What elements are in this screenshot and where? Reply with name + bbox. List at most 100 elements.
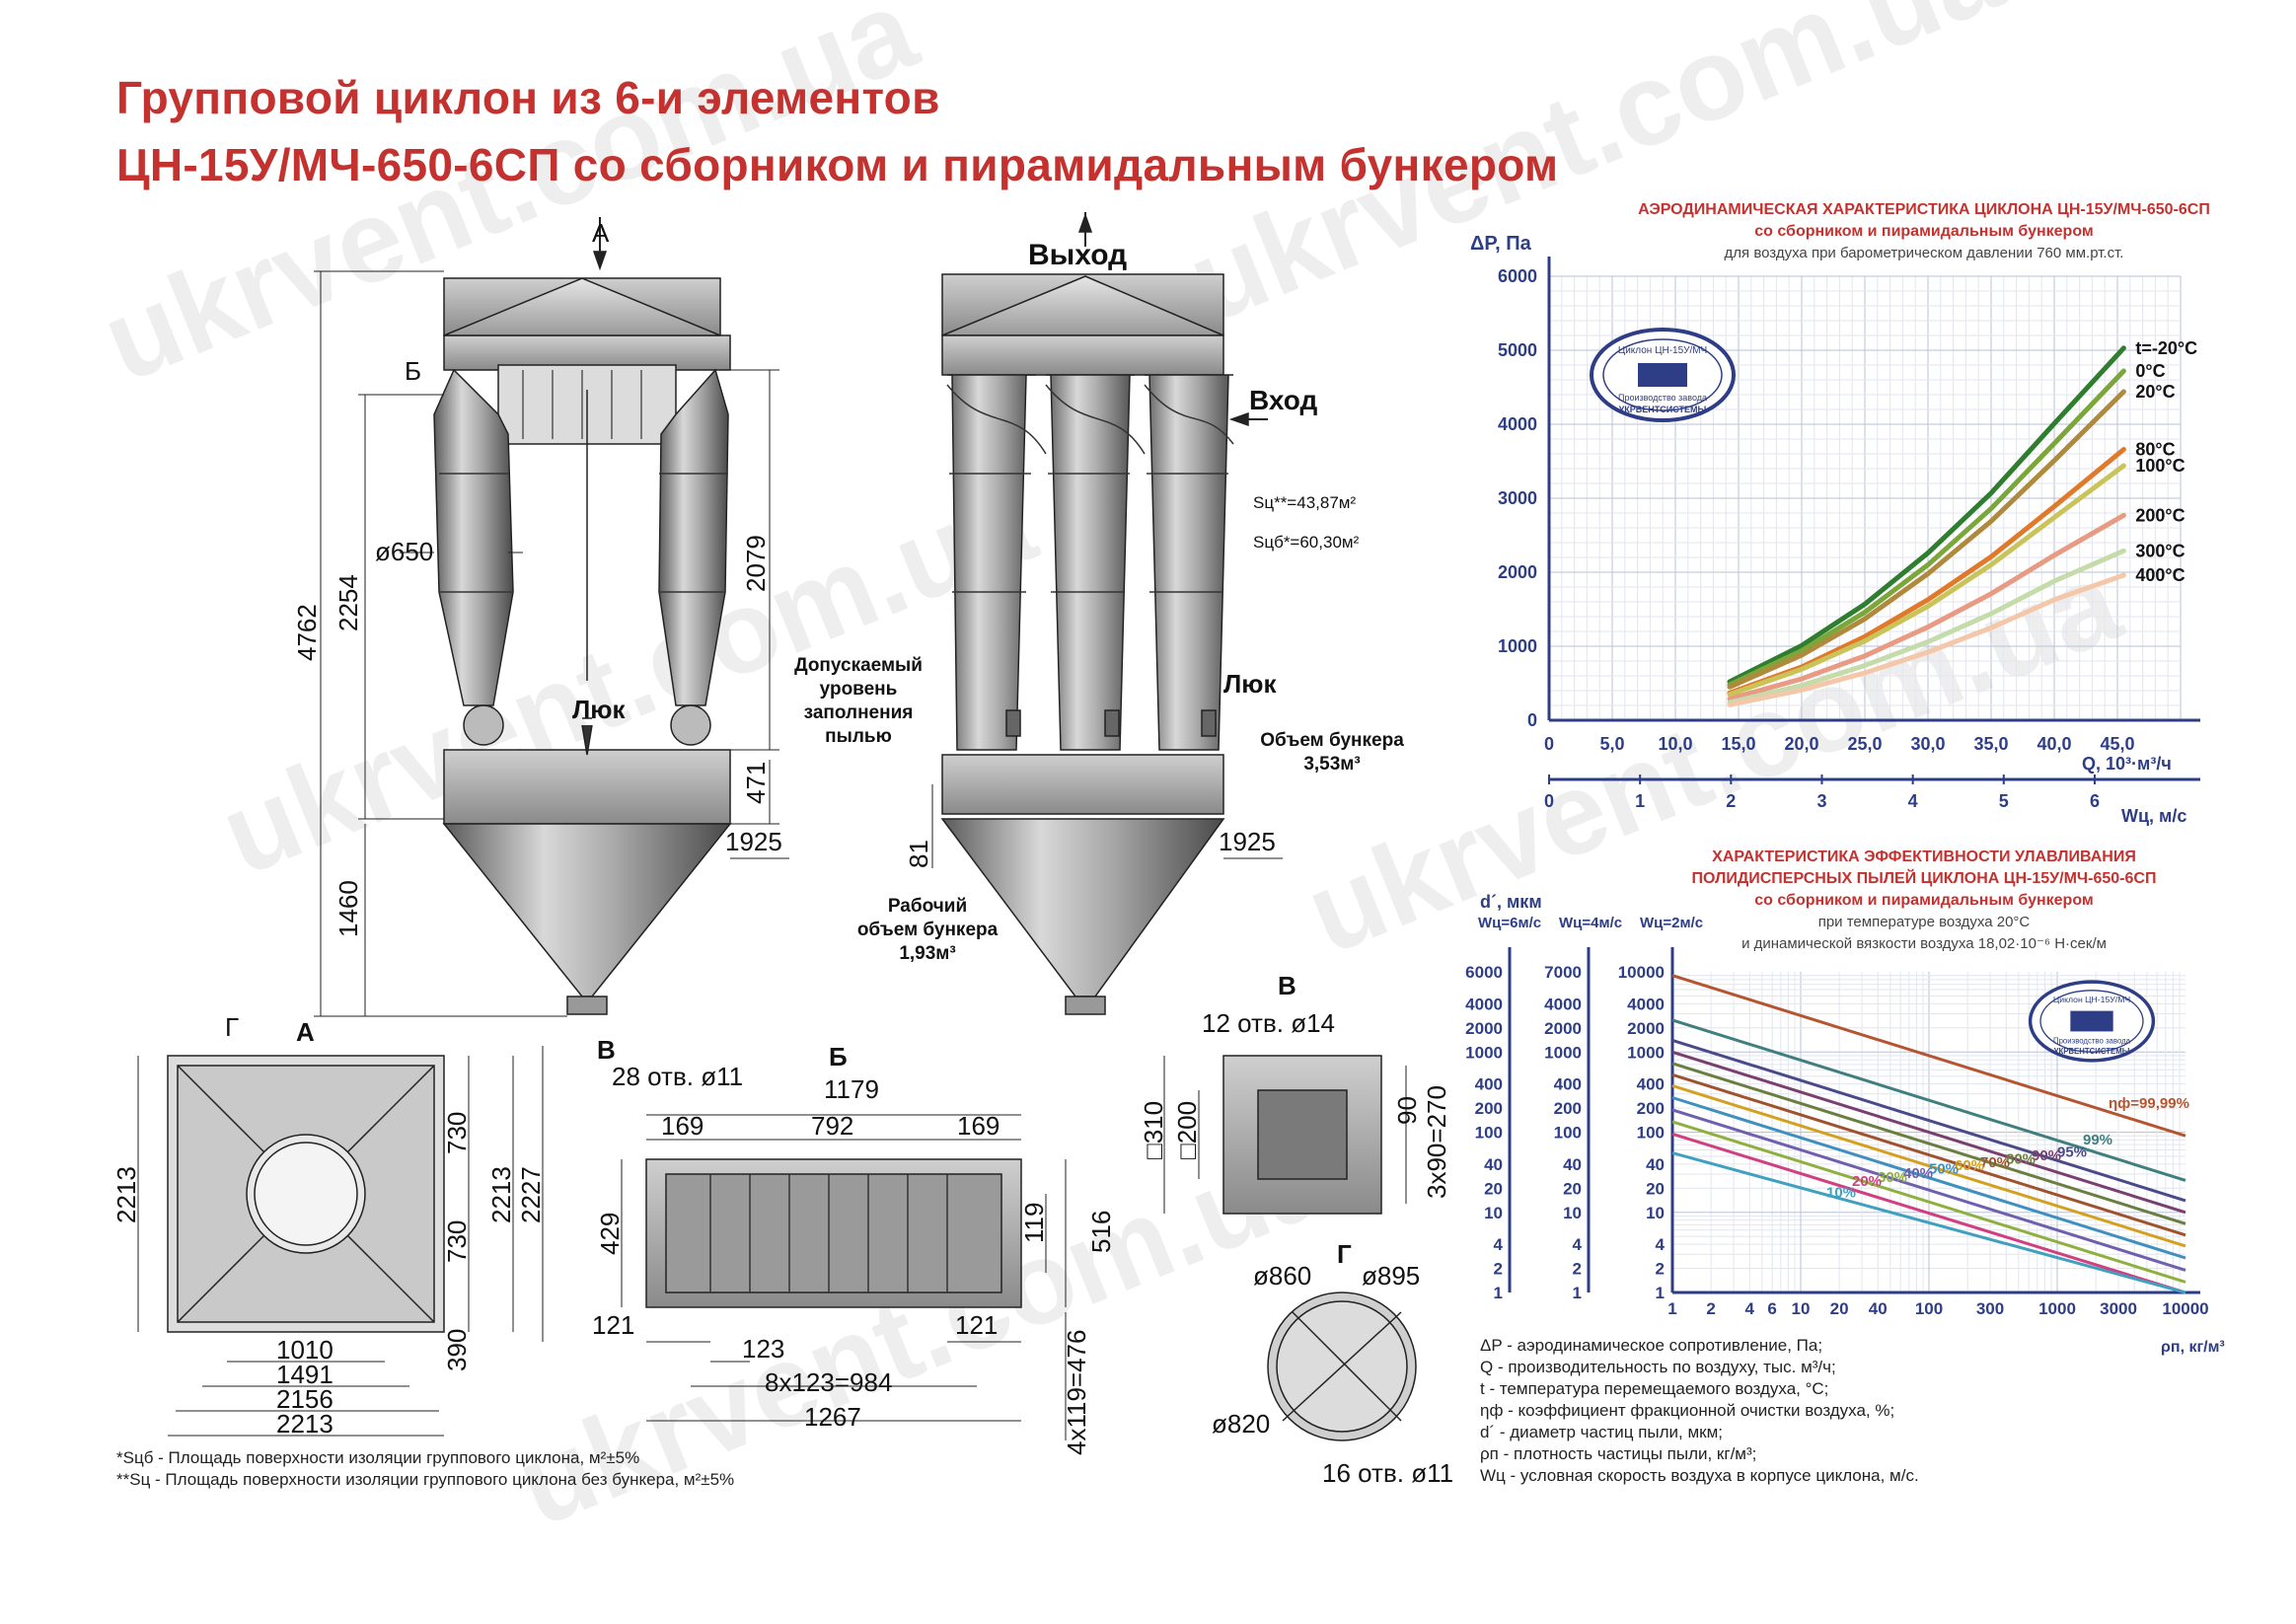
x-tick-label: 4 [1745, 1299, 1755, 1318]
series-line [1727, 345, 2126, 685]
dim-bottom: 1460 [333, 880, 363, 937]
y-tick-label: 6000 [1498, 266, 1537, 286]
legend-item: d´ - диаметр частиц пыли, мкм; [1480, 1423, 1724, 1441]
y-tick-label: 1 [1656, 1284, 1665, 1302]
chart1-title: АЭРОДИНАМИЧЕСКАЯ ХАРАКТЕРИСТИКА ЦИКЛОНА … [1638, 201, 2210, 218]
series-line [1671, 1083, 2186, 1248]
chart2-subtitle1: ПОЛИДИСПЕРСНЫХ ПЫЛЕЙ ЦИКЛОНА ЦН-15У/МЧ-6… [1692, 868, 2157, 887]
dim-121-b: 121 [955, 1310, 998, 1340]
arrow-a-label: А [592, 218, 610, 248]
series-label: 200°С [2135, 505, 2185, 525]
chart1-x2label: Wц, м/с [2121, 806, 2186, 826]
series-label: t=-20°С [2135, 338, 2197, 358]
chart1-ylabel: ΔP, Па [1470, 233, 1532, 255]
dim-1267: 1267 [804, 1402, 861, 1432]
x2-tick-label: 3 [1816, 791, 1826, 811]
dim-width: 1925 [725, 827, 782, 856]
y1-tick-label: 6000 [1465, 963, 1503, 982]
y-tick-label: 4000 [1498, 414, 1537, 434]
dim-984: 8x123=984 [765, 1367, 892, 1397]
x-tick-label: 40 [1869, 1299, 1888, 1318]
chart1-xlabel: Q, 10³·м³/ч [2082, 754, 2172, 774]
y2-tick-label: 1 [1573, 1284, 1582, 1302]
chart2-xlabel: ρп, кг/м³ [2161, 1339, 2225, 1356]
y-tick-label: 1000 [1627, 1043, 1665, 1062]
x-tick-label: 45,0 [2100, 734, 2134, 754]
dim-119: 119 [1019, 1203, 1049, 1243]
y-tick-label: 200 [1637, 1099, 1665, 1118]
view-v [1163, 1055, 1407, 1215]
dim-2213-left: 2213 [111, 1166, 141, 1223]
dim-123: 123 [742, 1334, 784, 1364]
symbol-legend: ΔP - аэродинамическое сопротивление, Па;… [1480, 1335, 1919, 1487]
series-line [1671, 1151, 2186, 1294]
y-tick-label: 10000 [1618, 963, 1665, 982]
x-tick-label: 10 [1792, 1299, 1811, 1318]
series-label: 80% [2006, 1150, 2036, 1167]
series-label: 90% [2032, 1147, 2061, 1164]
series-label: 40% [1903, 1165, 1933, 1182]
legend-item: Q - производительность по воздуху, тыс. … [1480, 1358, 1836, 1376]
y1-tick-label: 20 [1484, 1179, 1503, 1198]
series-line [1671, 1132, 2186, 1294]
y1-tick-label: 2 [1494, 1260, 1503, 1279]
technical-drawings: А Б ø650 Люк 4762 2254 2079 471 1460 192… [111, 212, 1453, 1488]
chart1-subtitle2: для воздуха при барометрическом давлении… [1725, 245, 2124, 261]
series-label: 80°С [2135, 440, 2175, 460]
dim-121-a: 121 [592, 1310, 634, 1340]
y2-tick-label: 40 [1563, 1155, 1582, 1174]
dim-2156: 2156 [276, 1384, 333, 1414]
series-line [1727, 548, 2126, 705]
y-tick-label: 10 [1646, 1204, 1665, 1222]
series-label: ηф=99,99% [2109, 1095, 2189, 1112]
dim-169-a: 169 [661, 1111, 704, 1141]
y1-tick-label: 10 [1484, 1204, 1503, 1222]
x2-tick-label: 6 [2090, 791, 2100, 811]
x-tick-label: 10,0 [1658, 734, 1692, 754]
chart2-col2: Wц=4м/с [1559, 915, 1622, 931]
series-line [1671, 1050, 2186, 1215]
y-tick-label: 4000 [1627, 995, 1665, 1013]
chart2-subtitle3: при температуре воздуха 20°С [1818, 914, 2031, 930]
dim-1491: 1491 [276, 1360, 333, 1389]
dim-right: 2079 [741, 535, 771, 592]
y1-tick-label: 1 [1494, 1284, 1503, 1302]
x-tick-label: 20 [1830, 1299, 1849, 1318]
series-line [1671, 1072, 2186, 1237]
x-tick-label: 1 [1667, 1299, 1676, 1318]
legend-item: ηф - коэффициент фракционной очистки воз… [1480, 1401, 1895, 1420]
y2-tick-label: 2 [1573, 1260, 1582, 1279]
view-v-marker: В [597, 1035, 616, 1065]
view-v-holes: 12 отв. ø14 [1202, 1008, 1335, 1038]
series-label: 70% [1980, 1154, 2010, 1171]
y2-tick-label: 2000 [1544, 1019, 1582, 1038]
dim-1010: 1010 [276, 1335, 333, 1365]
y2-tick-label: 100 [1554, 1124, 1582, 1143]
x2-tick-label: 0 [1544, 791, 1554, 811]
y1-tick-label: 200 [1475, 1099, 1503, 1118]
page-title: Групповой циклон из 6-и элементов [116, 72, 940, 123]
view-a [137, 1046, 544, 1437]
exit-label: Выход [1028, 239, 1127, 271]
chart2-subtitle4: и динамической вязкости воздуха 18,02·10… [1741, 935, 2107, 952]
stamp-top-text: Циклон ЦН-15У/МЧ [1618, 345, 1707, 356]
y2-tick-label: 20 [1563, 1179, 1582, 1198]
series-line [1727, 512, 2126, 701]
dim-429: 429 [595, 1213, 625, 1255]
x-tick-label: 5,0 [1599, 734, 1624, 754]
y-tick-label: 20 [1646, 1179, 1665, 1198]
series-line [1671, 1120, 2186, 1284]
dim-total: 4762 [292, 604, 322, 661]
x-tick-label: 300 [1976, 1299, 2004, 1318]
x-tick-label: 20,0 [1784, 734, 1818, 754]
dim-81: 81 [904, 840, 933, 868]
x-tick-label: 10000 [2162, 1299, 2208, 1318]
dim-1179: 1179 [824, 1074, 879, 1104]
y-tick-label: 1000 [1498, 636, 1537, 656]
y1-tick-label: 400 [1475, 1075, 1503, 1094]
y-tick-label: 100 [1637, 1124, 1665, 1143]
section-b-label: Б [405, 356, 421, 386]
hatch-label: Люк [572, 695, 626, 724]
x2-tick-label: 2 [1726, 791, 1736, 811]
